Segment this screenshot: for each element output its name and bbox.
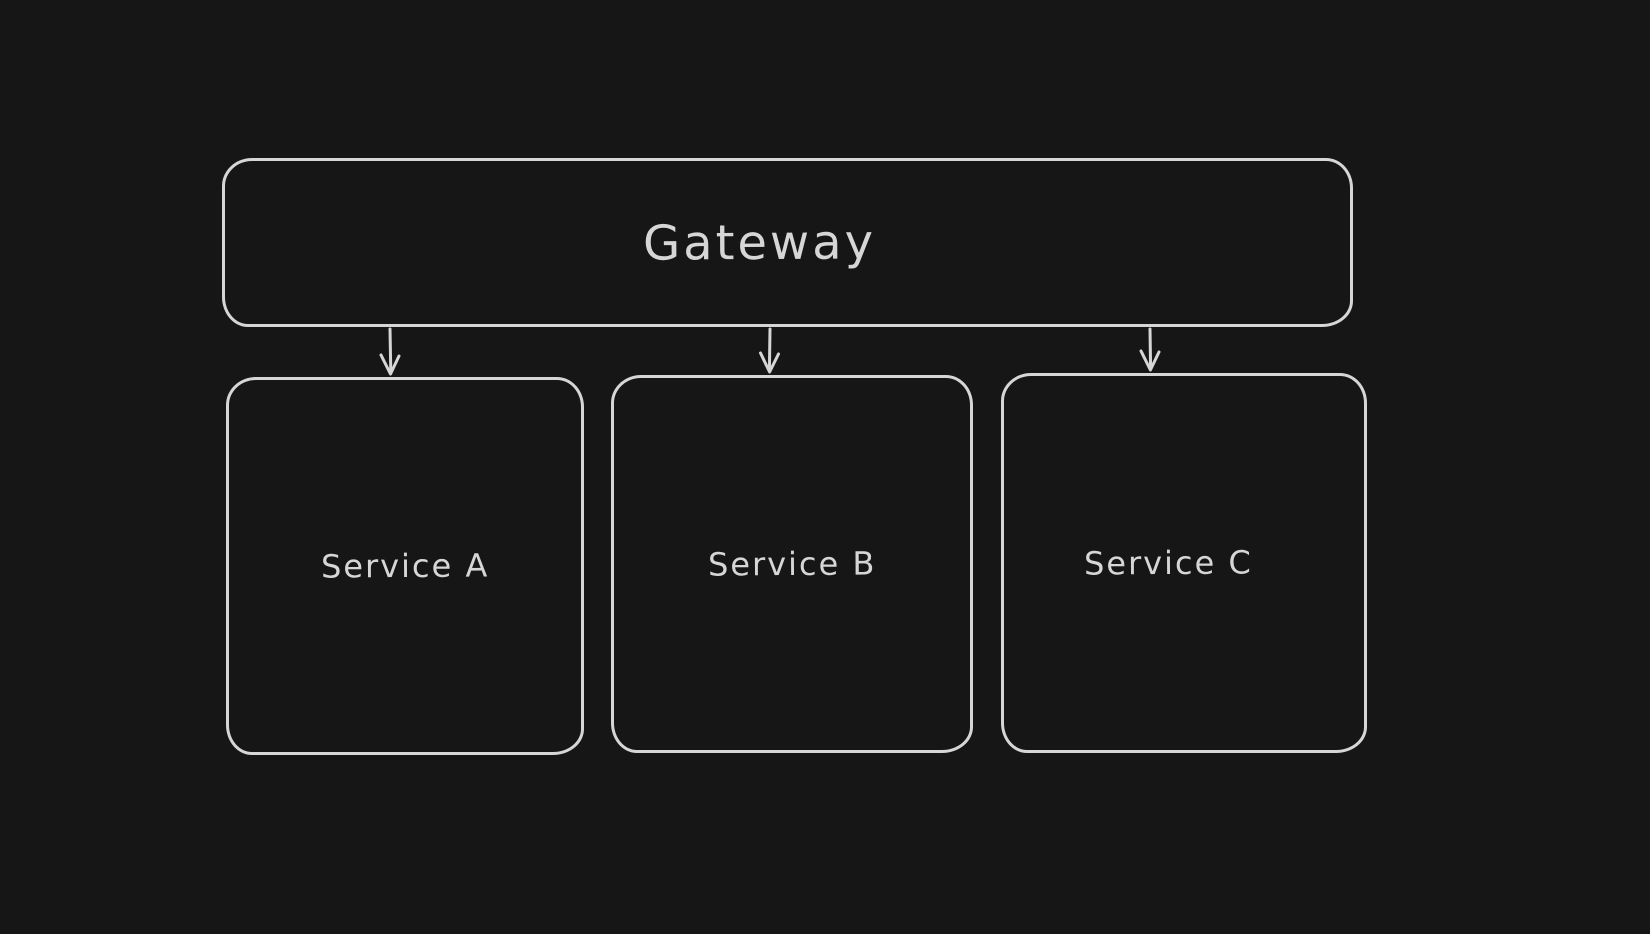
arrow-gateway-to-service-a[interactable] [379, 327, 401, 376]
node-service-a-label: Service A [320, 546, 490, 586]
node-gateway-label: Gateway [642, 213, 877, 272]
node-service-c-label: Service C [1083, 543, 1253, 583]
arrow-gateway-to-service-b[interactable] [759, 327, 780, 374]
node-service-b-label: Service B [707, 544, 877, 584]
node-service-c[interactable]: Service C [1001, 373, 1367, 753]
arrow-gateway-to-service-c[interactable] [1139, 327, 1161, 372]
node-service-b[interactable]: Service B [611, 375, 973, 753]
node-gateway[interactable]: Gateway [222, 158, 1353, 327]
node-service-a[interactable]: Service A [226, 377, 584, 755]
